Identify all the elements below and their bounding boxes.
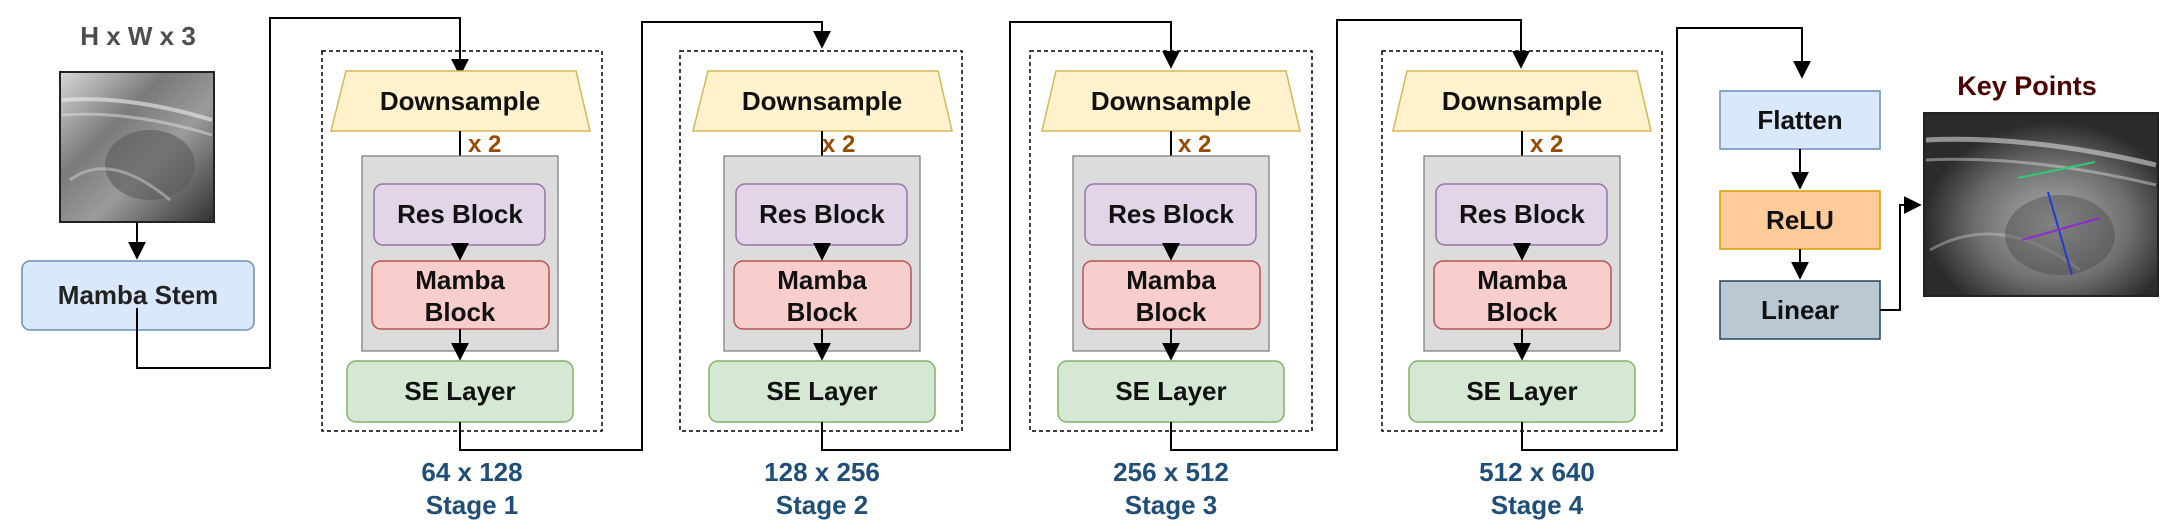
stage-3-downsample-label: Downsample [1091,86,1251,116]
stage-3-se-layer-label: SE Layer [1115,376,1226,406]
stage-2-dims-label: 128 x 256 [764,457,880,487]
stage-1-dims-label: 64 x 128 [421,457,522,487]
stage-3-downsample-box [1041,70,1301,132]
stage-3-dims-label: 256 x 512 [1113,457,1229,487]
stage-1: Downsample x 2 Res Block Mamba Block SE … [321,50,603,520]
stage-3: Downsample x 2 Res Block Mamba Block SE … [1029,50,1313,520]
stage-2: Downsample x 2 Res Block Mamba Block SE … [679,50,963,520]
stage-2-downsample-box [692,70,953,132]
stage-1-res-block-label: Res Block [397,199,523,229]
stage-2-mamba-label-line-2: Block [787,297,858,327]
arrow-stage-2-to-stage-3 [821,21,1180,451]
arrow-head-to-output [1880,196,1922,311]
arrow-stage-3-to-stage-4 [1170,19,1530,451]
stage-2-mamba-label-line-1: Mamba [777,265,867,295]
key-point-line-purple [2021,217,2101,241]
stage-4-mamba-label-line-1: Mamba [1477,265,1567,295]
relu-label: ReLU [1766,205,1834,235]
stage-1-frame [321,50,603,432]
output-xray-image [1923,112,2159,297]
stage-3-res-block-label: Res Block [1108,199,1234,229]
stage-1-name-label: Stage 1 [426,490,519,520]
regression-head: Flatten ReLU Linear [1719,90,1881,340]
stage-2-name-label: Stage 2 [776,490,869,520]
stage-3-mamba-label-line-2: Block [1136,297,1207,327]
stage-2-repeat-label: x 2 [822,131,855,158]
arrow-stage-4-to-head [1521,27,1811,451]
flatten-box [1719,90,1881,150]
stage-3-repeat-label: x 2 [1178,131,1211,158]
stage-4-downsample-label: Downsample [1442,86,1602,116]
input-shape-label: H x W x 3 [80,21,196,51]
stage-3-frame [1029,50,1313,432]
stage-4-downsample-box [1392,70,1652,132]
stage-2-res-block-label: Res Block [759,199,885,229]
stage-4-mamba-label-line-2: Block [1487,297,1558,327]
stage-4-repeat-label: x 2 [1530,131,1563,158]
stage-4-se-layer-label: SE Layer [1466,376,1577,406]
stage-1-mamba-label-line-2: Block [425,297,496,327]
stage-1-se-layer-label: SE Layer [404,376,515,406]
stage-4: Downsample x 2 Res Block Mamba Block SE … [1381,50,1663,520]
stage-4-res-block-label: Res Block [1459,199,1585,229]
stage-3-name-label: Stage 3 [1125,490,1218,520]
arrow-stem-to-stage-1 [136,17,469,369]
mamba-stem-label: Mamba Stem [58,280,218,310]
stage-2-downsample-label: Downsample [742,86,902,116]
stage-1-repeat-label: x 2 [468,131,501,158]
key-point-line-blue [2047,191,2073,276]
linear-box [1719,280,1881,340]
flatten-label: Flatten [1757,105,1842,135]
stage-2-se-layer-label: SE Layer [766,376,877,406]
input-xray-image [59,71,215,223]
key-point-line-green [2017,161,2096,179]
arrow-stage-1-to-stage-2 [459,21,831,451]
key-points-title: Key Points [1957,71,2097,101]
stage-1-mamba-label-line-1: Mamba [415,265,505,295]
stage-2-frame [679,50,963,432]
stage-3-mamba-label-line-1: Mamba [1126,265,1216,295]
stage-4-name-label: Stage 4 [1491,490,1584,520]
stage-4-dims-label: 512 x 640 [1479,457,1595,487]
linear-label: Linear [1761,295,1839,325]
stage-1-downsample-label: Downsample [380,86,540,116]
stage-1-downsample-box [330,70,591,132]
